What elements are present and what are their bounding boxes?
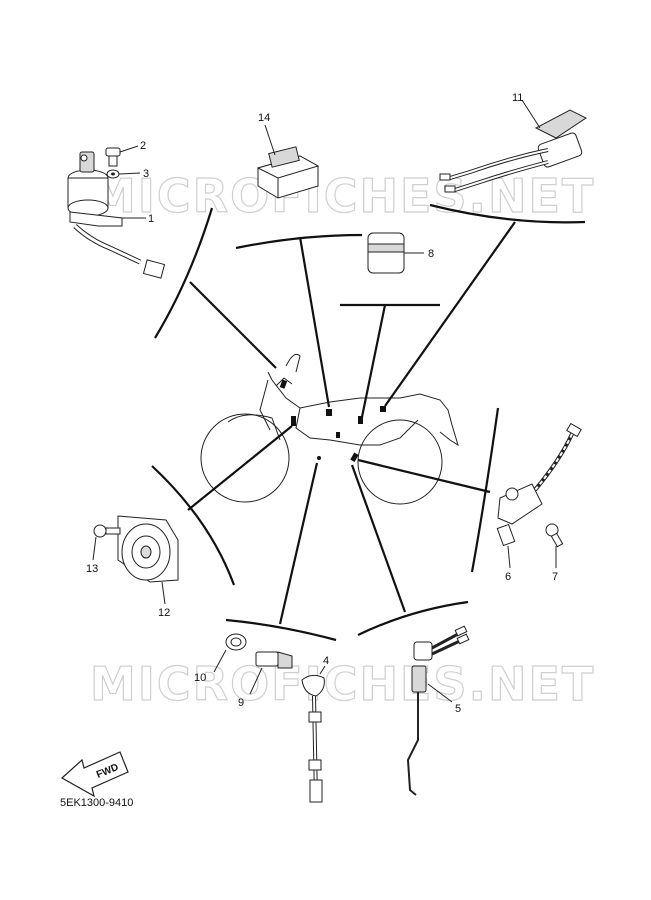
mirror [285, 353, 301, 373]
front-wheel [200, 413, 290, 503]
callout-9: 9 [238, 697, 244, 709]
screw-part-7 [545, 523, 564, 568]
switch-part-5 [406, 625, 470, 796]
callout-5: 5 [455, 703, 461, 715]
diagram-code: 5EK1300-9410 [60, 797, 133, 809]
location-markers [279, 379, 386, 462]
callout-11: 11 [512, 92, 523, 104]
rear-wheel [357, 419, 443, 505]
callout-12: 12 [158, 607, 170, 619]
watermark-bottom: MICROFICHES.NET [90, 657, 595, 711]
watermark-top: MICROFICHES.NET [90, 169, 595, 223]
motorcycle-outline [200, 353, 459, 505]
sensor-part-6 [496, 422, 582, 569]
bolt-part-13 [92, 524, 121, 561]
callouts: 1 2 3 4 5 6 7 8 9 10 11 12 13 14 [86, 92, 558, 715]
group-leaders [151, 203, 586, 642]
horn-part-12 [117, 515, 179, 605]
callout-8: 8 [428, 248, 434, 260]
key-icon [79, 151, 95, 173]
callout-7: 7 [552, 571, 558, 583]
relay-part-14 [256, 124, 320, 199]
callout-6: 6 [505, 571, 511, 583]
callout-1: 1 [148, 213, 154, 225]
callout-4: 4 [323, 655, 329, 667]
callout-10: 10 [194, 672, 206, 684]
connector-part-8 [367, 232, 424, 274]
main-switch-part [67, 151, 166, 279]
screw-part-2 [105, 147, 121, 167]
callout-13: 13 [86, 563, 98, 575]
switch-part-11 [439, 99, 587, 193]
switch-part-9 [249, 651, 293, 695]
forward-arrow-icon: FWD [60, 751, 129, 798]
callout-14: 14 [258, 112, 270, 124]
washer-part-10 [213, 633, 247, 673]
callout-2: 2 [140, 140, 146, 152]
callout-3: 3 [143, 168, 149, 180]
bulb-part-4 [301, 665, 326, 803]
